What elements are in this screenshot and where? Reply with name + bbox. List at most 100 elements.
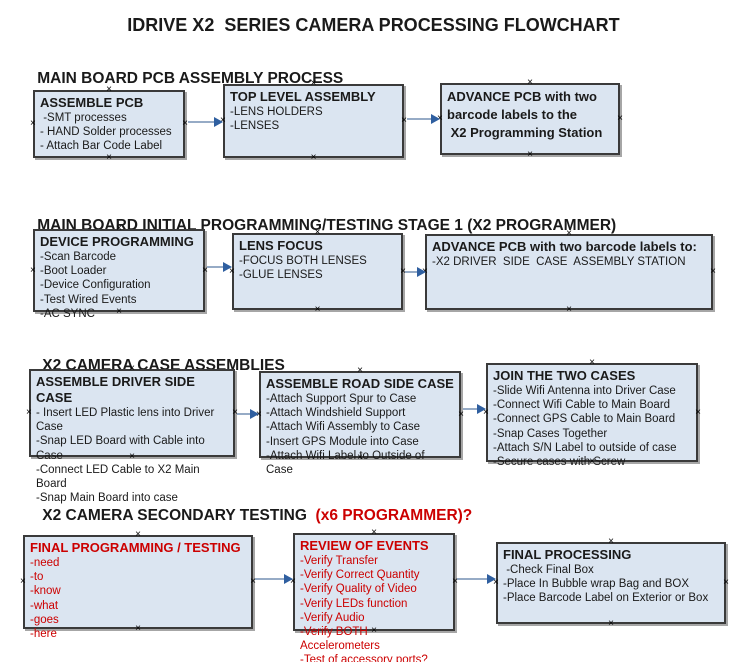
section-header-text: X2 CAMERA SECONDARY TESTING — [42, 507, 312, 524]
box-item: -Attach Windshield Support — [266, 407, 406, 420]
box-title: ADVANCE PCB with two barcode labels to: — [432, 239, 697, 254]
box-item: -SMT processes — [40, 112, 127, 124]
box-item: - Attach Bar Code Label — [40, 140, 163, 153]
box-title: FINAL PROGRAMMING / TESTING — [30, 540, 241, 555]
box-item: -Verify LEDs function — [300, 597, 408, 610]
box-item: -Verify Audio — [300, 611, 365, 624]
box-item: -Place In Bubble wrap Bag and BOX — [503, 578, 690, 591]
connection-point-icon: × — [310, 152, 317, 163]
arrowhead-icon — [417, 267, 426, 277]
connection-point-icon: × — [182, 118, 188, 129]
connection-point-icon: × — [116, 306, 122, 317]
box-item: -Snap Cases Together — [493, 427, 608, 440]
box-item: -Device Configuration — [40, 279, 151, 292]
box-title: JOIN THE TWO CASES — [493, 368, 636, 383]
box-item: -Verify Correct Quantity — [300, 569, 420, 582]
box-item: - HAND Solder processes — [40, 126, 172, 139]
box-title: FINAL PROCESSING — [503, 547, 632, 562]
box-item: -AC SYNC — [40, 307, 95, 320]
connection-point-icon: × — [566, 228, 572, 239]
flow-box-final-programming-testing: × × × × FINAL PROGRAMMING / TESTING -nee… — [20, 530, 256, 641]
box-item: -Boot Loader — [40, 265, 107, 278]
box-title: DEVICE PROGRAMMING — [40, 234, 194, 249]
box-title: ADVANCE PCB with two barcode labels to t… — [447, 89, 601, 122]
box-item: - Insert LED Plastic lens into Driver Ca… — [36, 407, 218, 434]
box-item: -need — [30, 557, 60, 569]
flow-box-top-level-assembly: × × × × TOP LEVEL ASSEMBLY -LENS HOLDERS… — [220, 79, 407, 163]
flow-arrow-right-icon — [255, 574, 293, 584]
connection-point-icon: × — [401, 115, 407, 126]
connection-point-icon: × — [371, 625, 377, 636]
connection-point-icon: × — [202, 264, 208, 276]
flow-arrow-right-icon — [188, 117, 223, 127]
flow-box-assemble-driver-side-case: × × × × ASSEMBLE DRIVER SIDE CASE - Inse… — [26, 364, 238, 505]
connection-point-icon: × — [135, 529, 141, 540]
connection-point-icon: × — [723, 577, 729, 588]
connection-point-icon: × — [30, 264, 36, 276]
connection-point-icon: × — [106, 84, 112, 95]
arrowhead-icon — [214, 117, 223, 127]
section-header-text: MAIN BOARD PCB ASSEMBLY PROCESS — [37, 70, 344, 87]
box-item: -Verify BOTH Accelerometers — [300, 626, 380, 653]
box-item: -Test Wired Events — [40, 293, 137, 306]
arrowhead-icon — [223, 262, 232, 272]
connection-point-icon: × — [566, 304, 572, 315]
connection-point-icon: × — [26, 407, 32, 418]
box-item: -Connect Wifi Cable to Main Board — [493, 399, 671, 412]
box-item: -Attach S/N Label to outside of case — [493, 441, 677, 454]
box-item: -Attach Wifi Label to Outside of Case — [266, 449, 428, 477]
box-item: -Connect LED Cable to X2 Main Board — [36, 463, 203, 491]
connection-point-icon: × — [527, 149, 533, 160]
box-item: -Slide Wifi Antenna into Driver Case — [493, 385, 676, 397]
connection-point-icon: × — [357, 365, 363, 376]
connection-point-icon: × — [608, 618, 614, 629]
box-item: -Attach Support Spur to Case — [266, 393, 417, 405]
box-item: -Verify Quality of Video — [300, 583, 417, 596]
box-item: -to — [30, 571, 44, 584]
box-item: -Secure cases with Screw — [493, 456, 626, 469]
box-item: -Connect GPS Cable to Main Board — [493, 413, 676, 426]
connection-point-icon: × — [400, 265, 406, 277]
box-item: -X2 DRIVER SIDE CASE ASSEMBLY STATION — [432, 256, 686, 268]
box-title: LENS FOCUS — [239, 238, 323, 253]
section-header-red-text: (x6 PROGRAMMER)? — [311, 507, 473, 524]
arrowhead-icon — [477, 404, 486, 414]
box-item: -Test of accessory ports? — [300, 654, 428, 662]
connection-point-icon: × — [452, 576, 458, 587]
flow-box-assemble-road-side-case: × × × × ASSEMBLE ROAD SIDE CASE -Attach … — [256, 366, 464, 477]
flow-arrow-right-icon — [463, 404, 486, 414]
connection-point-icon: × — [310, 78, 317, 89]
flow-arrow-right-icon — [407, 114, 440, 124]
box-item: -Snap Main Board into case — [36, 492, 178, 505]
box-item: -Attach Wifi Assembly to Case — [266, 421, 421, 434]
box-title: ASSEMBLE ROAD SIDE CASE — [266, 376, 454, 391]
flow-box-assemble-pcb: × × × × ASSEMBLE PCB -SMT processes - HA… — [30, 85, 188, 163]
box-item: -Place Barcode Label on Exterior or Box — [503, 592, 709, 605]
box-item: -Scan Barcode — [40, 251, 117, 263]
connection-point-icon: × — [589, 357, 595, 368]
box-title: REVIEW OF EVENTS — [300, 538, 429, 553]
connection-point-icon: × — [608, 536, 614, 547]
connection-point-icon: × — [135, 623, 141, 634]
box-item: -GLUE LENSES — [239, 269, 323, 282]
connection-point-icon: × — [617, 113, 623, 124]
box-item: X2 Programming Station — [447, 125, 603, 140]
box-item: -what — [30, 599, 59, 612]
connection-point-icon: × — [357, 452, 363, 463]
flow-box-advance-pcb-driver-side: × × × × ADVANCE PCB with two barcode lab… — [422, 229, 716, 315]
flow-arrow-right-icon — [207, 262, 232, 272]
section-header-secondary-testing: X2 CAMERA SECONDARY TESTING (x6 PROGRAMM… — [25, 489, 472, 543]
page-title: IDRIVE X2 SERIES CAMERA PROCESSING FLOWC… — [127, 15, 620, 35]
box-title: ASSEMBLE DRIVER SIDE CASE — [36, 374, 199, 405]
connection-point-icon: × — [129, 363, 135, 374]
flow-arrow-right-icon — [405, 267, 426, 277]
flow-box-join-the-two-cases: × × × × JOIN THE TWO CASES -Slide Wifi A… — [483, 358, 701, 469]
section-header-pcb-assembly: MAIN BOARD PCB ASSEMBLY PROCESS — [20, 52, 343, 106]
box-title: ASSEMBLE PCB — [40, 95, 144, 110]
connection-point-icon: × — [250, 576, 256, 587]
connection-point-icon: × — [458, 408, 464, 420]
box-item: -goes — [30, 613, 59, 626]
flow-box-device-programming: × × × × DEVICE PROGRAMMING -Scan Barcode… — [30, 224, 208, 320]
box-item: -Snap LED Board with Cable into Case — [36, 435, 208, 462]
connection-point-icon: × — [20, 576, 26, 587]
